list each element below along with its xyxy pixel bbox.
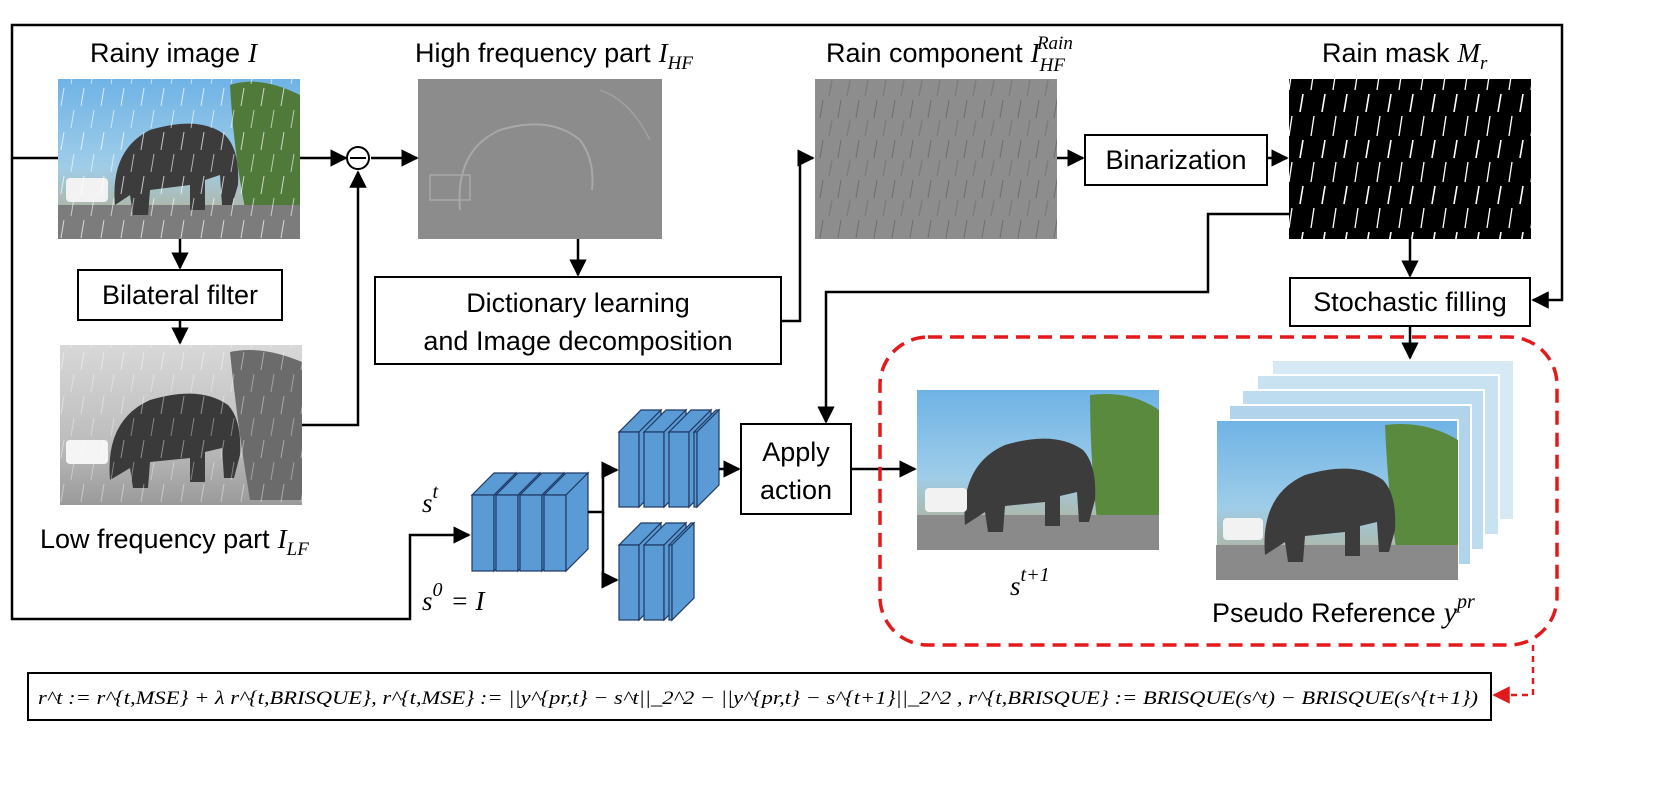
state-t1-label: st+1	[1010, 564, 1050, 601]
next-state-image	[917, 390, 1159, 550]
state-t-label: st	[422, 481, 439, 518]
network-encoder	[470, 471, 590, 573]
state-0-label: s0= I	[422, 579, 486, 616]
subtract-operator	[346, 146, 370, 170]
rain-component-image	[815, 79, 1057, 239]
bilateral-filter-box: Bilateral filter	[77, 269, 283, 321]
svg-text:Bilateral filter: Bilateral filter	[102, 280, 258, 310]
low-frequency-image	[60, 345, 302, 505]
reward-region-outline	[878, 335, 1559, 704]
connectors	[10, 23, 1564, 621]
svg-text:Apply: Apply	[762, 437, 830, 467]
rain-mask-image	[1289, 79, 1531, 239]
reward-formula-box: r^t := r^{t,MSE} + λ r^{t,BRISQUE}, r^{t…	[27, 672, 1492, 721]
rainy-image	[58, 79, 300, 239]
svg-text:and Image decomposition: and Image decomposition	[423, 326, 732, 356]
pseudo-reference-stack	[1215, 359, 1515, 581]
reward-formula: r^t := r^{t,MSE} + λ r^{t,BRISQUE}, r^{t…	[38, 688, 1478, 709]
svg-text:Dictionary learning: Dictionary learning	[466, 288, 690, 318]
dictionary-learning-box: Dictionary learning and Image decomposit…	[374, 276, 782, 365]
binarization-box: Binarization	[1084, 134, 1268, 186]
svg-text:action: action	[760, 475, 832, 505]
apply-action-box: Apply action	[740, 423, 852, 515]
svg-text:Stochastic filling: Stochastic filling	[1313, 287, 1507, 317]
stochastic-filling-box: Stochastic filling	[1289, 277, 1531, 327]
network-policy-head	[617, 408, 721, 509]
network-value-head	[617, 521, 696, 622]
high-frequency-image	[418, 79, 662, 239]
svg-text:Binarization: Binarization	[1105, 145, 1246, 175]
